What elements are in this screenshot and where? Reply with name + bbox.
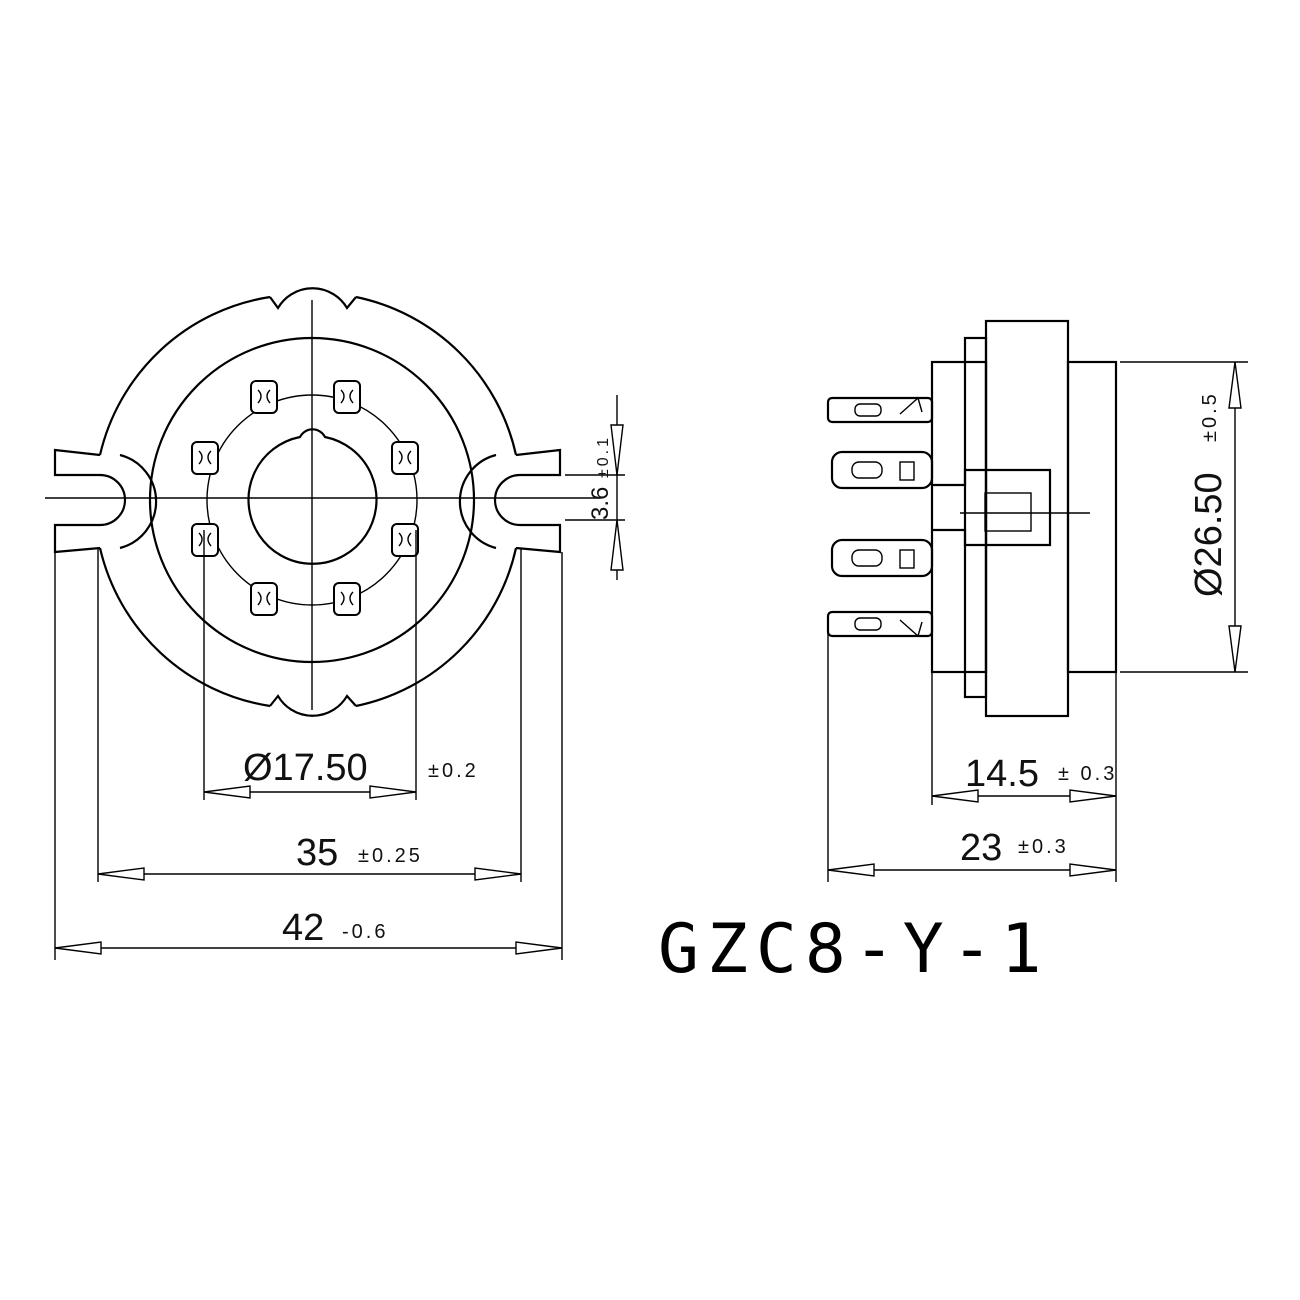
pin <box>250 582 278 616</box>
bottom-notch <box>269 694 357 717</box>
pin <box>333 582 361 616</box>
dim-slot-width-value: 3.6 <box>587 487 614 520</box>
dim-overall-width: 42 -0.6 <box>54 907 563 955</box>
pin <box>333 380 361 414</box>
retaining-clip <box>932 468 1052 547</box>
dim-diameter-tolerance: ±0.5 <box>1199 391 1221 442</box>
dim-slot-width: 3.6 ±0.1 <box>565 395 625 580</box>
top-notch <box>269 287 357 311</box>
center-key-hole <box>247 428 378 565</box>
dim-mount-pitch: 35 ±0.25 <box>97 832 522 881</box>
flange-outline <box>98 295 518 708</box>
dim-body-depth-value: 14.5 <box>965 753 1039 795</box>
dim-overall-depth-tolerance: ±0.3 <box>1018 836 1069 858</box>
top-plate <box>984 319 1070 718</box>
dim-slot-width-tolerance: ±0.1 <box>595 435 612 478</box>
dim-pin-circle-value: Ø17.50 <box>243 747 368 789</box>
dim-diameter-value: Ø26.50 <box>1188 472 1230 597</box>
dim-body-depth: 14.5 ± 0.3 <box>931 753 1117 803</box>
dim-mount-pitch-value: 35 <box>296 832 338 874</box>
dim-mount-pitch-tolerance: ±0.25 <box>358 845 423 867</box>
right-mount-ear <box>458 448 562 554</box>
dim-overall-width-tolerance: -0.6 <box>342 921 388 943</box>
dim-overall-depth-value: 23 <box>960 827 1002 869</box>
solder-lug <box>830 538 934 578</box>
collar <box>1066 360 1118 674</box>
pin <box>250 380 278 414</box>
front-view: Ø17.50 ±0.2 35 ±0.25 42 -0.6 3.6 <box>45 287 625 960</box>
dim-pin-circle-tolerance: ±0.2 <box>428 760 479 782</box>
solder-lug <box>826 396 934 424</box>
dim-body-depth-tolerance: ± 0.3 <box>1058 763 1117 785</box>
model-label: GZC8-Y-1 <box>658 910 1050 989</box>
solder-lug <box>826 610 934 638</box>
pin <box>191 523 219 557</box>
dim-overall-width-value: 42 <box>282 907 324 949</box>
pin <box>391 523 419 557</box>
dim-diameter: Ø26.50 ±0.5 <box>1188 361 1242 673</box>
dim-pin-circle: Ø17.50 ±0.2 <box>203 747 479 799</box>
pin <box>391 441 419 475</box>
pin <box>191 441 219 475</box>
side-view: Ø26.50 ±0.5 14.5 ± 0.3 23 ±0.3 <box>826 319 1248 882</box>
base-body <box>930 360 988 674</box>
left-mount-ear <box>53 448 158 554</box>
dim-overall-depth: 23 ±0.3 <box>827 827 1117 877</box>
flange <box>963 336 988 699</box>
solder-lug <box>830 450 934 490</box>
